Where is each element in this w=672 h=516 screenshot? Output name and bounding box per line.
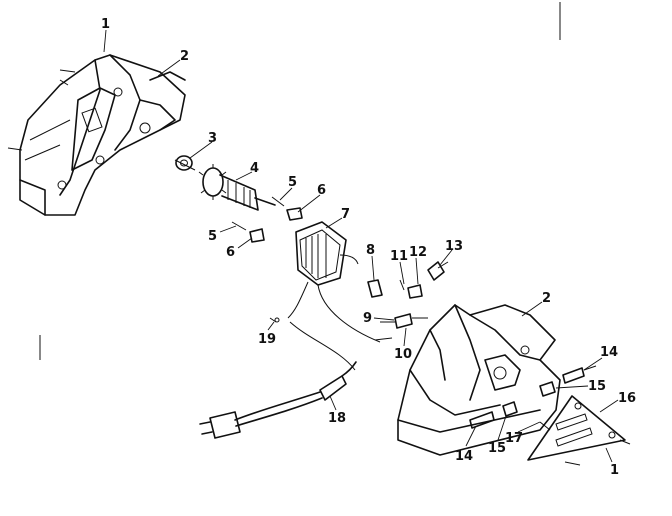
callout-18: 18 xyxy=(328,411,346,426)
callout-5-lower: 5 xyxy=(208,229,217,244)
power-cord xyxy=(199,361,357,439)
callout-19: 19 xyxy=(258,332,276,347)
callout-6-lower: 6 xyxy=(226,245,235,260)
callout-17: 17 xyxy=(505,431,523,446)
coil-leads xyxy=(287,281,381,371)
callout-9: 9 xyxy=(363,311,372,326)
callout-1-bottom: 1 xyxy=(610,463,619,478)
callout-6-upper: 6 xyxy=(317,183,326,198)
brushes-and-springs xyxy=(469,365,597,429)
callout-14-lower: 14 xyxy=(455,449,473,464)
callout-11: 11 xyxy=(390,249,408,264)
callout-2-left: 2 xyxy=(180,49,189,64)
switch-plunger xyxy=(367,279,383,298)
callout-15-lower: 15 xyxy=(488,441,506,456)
callout-5-upper: 5 xyxy=(288,175,297,190)
callout-3: 3 xyxy=(208,131,217,146)
cover-plate xyxy=(527,395,631,466)
armature xyxy=(174,159,276,211)
callout-15-upper: 15 xyxy=(588,379,606,394)
field-coil xyxy=(295,221,359,286)
callout-4: 4 xyxy=(250,161,259,176)
switch-parts xyxy=(374,261,449,341)
margin-marks xyxy=(39,2,561,360)
bearing xyxy=(175,155,193,171)
screw xyxy=(269,317,280,323)
callout-7: 7 xyxy=(341,207,350,222)
callout-labels: 1 2 3 4 5 6 7 5 6 8 11 12 13 9 10 19 2 1… xyxy=(101,17,636,478)
leader-lines xyxy=(103,29,619,463)
callout-1-top: 1 xyxy=(101,17,110,32)
callout-13: 13 xyxy=(445,239,463,254)
callout-8: 8 xyxy=(366,243,375,258)
callout-14-upper: 14 xyxy=(600,345,618,360)
callout-16: 16 xyxy=(618,391,636,406)
callout-12: 12 xyxy=(409,245,427,260)
right-housing-half xyxy=(397,304,561,456)
callout-2-right: 2 xyxy=(542,291,551,306)
left-housing-half xyxy=(7,54,186,216)
callout-10: 10 xyxy=(394,347,412,362)
